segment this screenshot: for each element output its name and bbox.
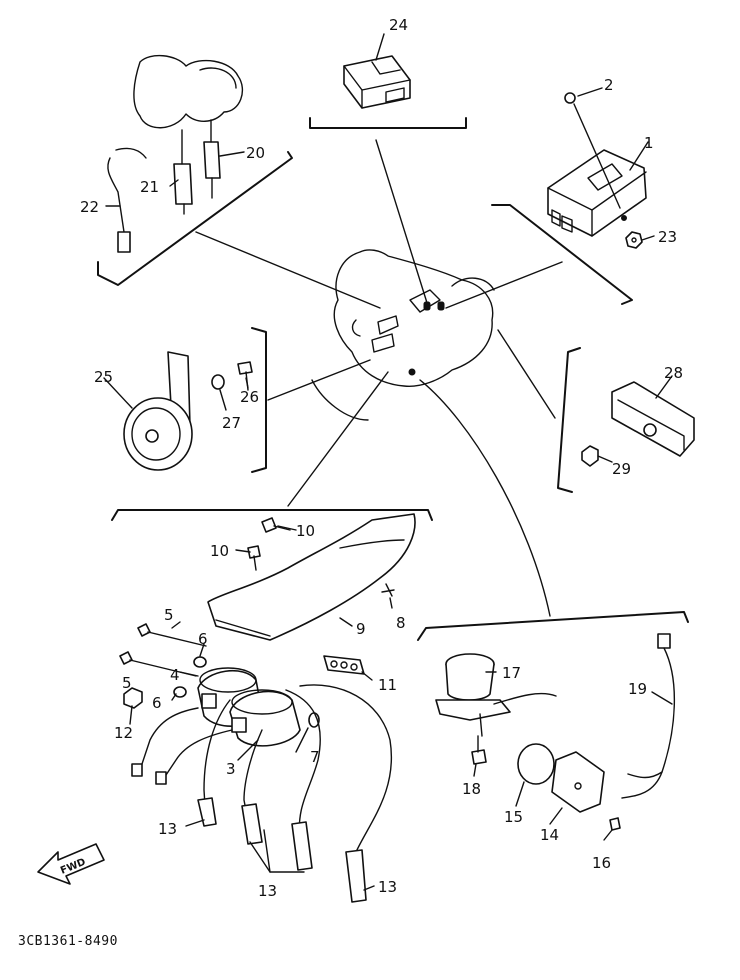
label-part-6-lower: 6 bbox=[152, 694, 162, 712]
part-15-o-ring bbox=[517, 743, 555, 785]
part-2-screw bbox=[564, 92, 621, 209]
label-part-25: 25 bbox=[94, 368, 113, 386]
label-part-11: 11 bbox=[378, 676, 397, 694]
label-part-4: 4 bbox=[170, 666, 180, 684]
forward-arrow-icon: FWD bbox=[37, 843, 105, 885]
label-part-13-left: 13 bbox=[158, 820, 177, 838]
label-part-7: 7 bbox=[310, 748, 320, 766]
part-10-bolts bbox=[247, 517, 291, 571]
part-18-bolt bbox=[471, 735, 487, 765]
label-part-5-upper: 5 bbox=[164, 606, 174, 624]
part-14-cover bbox=[551, 751, 605, 813]
part-19-sensor-lead bbox=[621, 633, 676, 799]
label-part-13-center: 13 bbox=[258, 882, 277, 900]
label-part-14: 14 bbox=[540, 826, 559, 844]
part-27-washer bbox=[211, 374, 225, 390]
label-part-3: 3 bbox=[226, 760, 236, 778]
label-part-13-right: 13 bbox=[378, 878, 397, 896]
diagram-code: 3CB1361-8490 bbox=[18, 934, 118, 949]
part-5-bolts bbox=[119, 623, 207, 677]
part-23-nut bbox=[625, 231, 643, 249]
part-16-screw bbox=[609, 817, 621, 831]
part-29-nut bbox=[581, 445, 599, 467]
group-brackets bbox=[97, 117, 689, 641]
part-11-clip bbox=[323, 655, 365, 675]
part-25-horn bbox=[123, 351, 193, 471]
part-28-reflector bbox=[611, 381, 695, 457]
part-number-labels: 24 2 1 23 20 21 22 25 26 27 28 29 10 10 … bbox=[80, 16, 683, 900]
label-part-10-lower: 10 bbox=[210, 542, 229, 560]
label-part-26: 26 bbox=[240, 388, 259, 406]
label-part-18: 18 bbox=[462, 780, 481, 798]
part-20-switch bbox=[203, 119, 221, 199]
label-part-28: 28 bbox=[664, 364, 683, 382]
part-24-relay bbox=[343, 55, 411, 109]
label-part-5-lower: 5 bbox=[122, 674, 132, 692]
label-part-15: 15 bbox=[504, 808, 523, 826]
label-part-24: 24 bbox=[389, 16, 408, 34]
label-part-27: 27 bbox=[222, 414, 241, 432]
part-12-nut bbox=[123, 687, 143, 709]
part-9-bracket bbox=[207, 513, 416, 641]
frame-outline bbox=[311, 249, 495, 421]
part-17-sender bbox=[435, 653, 557, 737]
label-part-12: 12 bbox=[114, 724, 133, 742]
part-22-wire-lead bbox=[107, 147, 147, 253]
part-13-spark-plug-caps bbox=[197, 684, 392, 903]
label-part-16: 16 bbox=[592, 854, 611, 872]
label-part-29: 29 bbox=[612, 460, 631, 478]
label-part-19: 19 bbox=[628, 680, 647, 698]
part-21-switch bbox=[173, 129, 193, 215]
label-part-22: 22 bbox=[80, 198, 99, 216]
label-part-8: 8 bbox=[396, 614, 406, 632]
part-8-pin bbox=[381, 583, 395, 597]
coil-primary-wiring bbox=[131, 707, 233, 785]
leader-lines bbox=[195, 139, 563, 617]
label-part-20: 20 bbox=[246, 144, 265, 162]
part-3-ignition-coils bbox=[197, 667, 301, 747]
label-part-1: 1 bbox=[644, 134, 654, 152]
label-part-9: 9 bbox=[356, 620, 366, 638]
label-part-6-upper: 6 bbox=[198, 630, 208, 648]
label-part-21: 21 bbox=[140, 178, 159, 196]
label-part-10-upper: 10 bbox=[296, 522, 315, 540]
callout-leaders bbox=[103, 33, 673, 891]
part-1-cdi-unit bbox=[547, 149, 647, 237]
label-part-23: 23 bbox=[658, 228, 677, 246]
label-part-2: 2 bbox=[604, 76, 614, 94]
part-6-washers bbox=[173, 656, 207, 698]
part-26-bolt bbox=[237, 361, 253, 391]
switch-cluster-ghost bbox=[133, 55, 243, 129]
label-part-17: 17 bbox=[502, 664, 521, 682]
